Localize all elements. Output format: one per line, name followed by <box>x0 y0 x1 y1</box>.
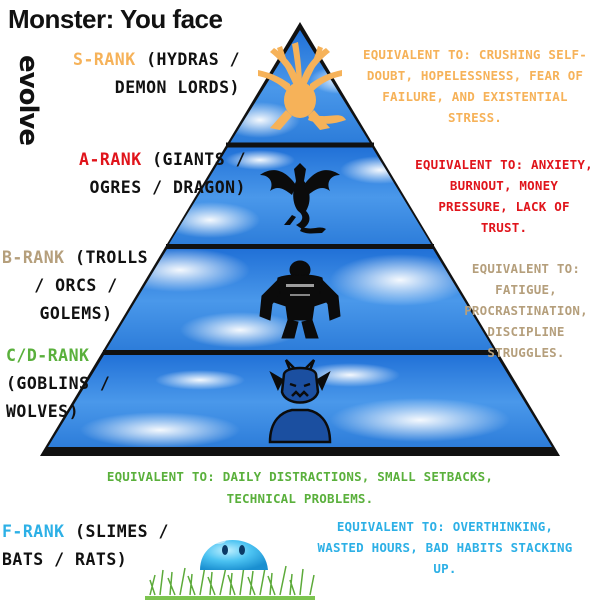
b-rank-monsters-2: / ORCS / <box>34 276 118 295</box>
svg-text:evolve: evolve <box>13 55 43 145</box>
a-equiv-line-1: EQUIVALENT TO: ANXIETY, <box>415 157 593 172</box>
f-rank-label: F-RANK (SLIMES / BATS / RATS) <box>2 518 172 574</box>
b-equiv-line-1: EQUIVALENT TO: <box>471 261 581 276</box>
a-rank-name: A-RANK <box>79 150 142 169</box>
hydra-icon <box>258 42 346 130</box>
cd-rank-monsters-1: (GOBLINS / <box>6 374 111 393</box>
cd-equiv-line-2: TECHNICAL PROBLEMS. <box>226 491 374 506</box>
b-equiv-line-5: STRUGGLES. <box>487 345 565 360</box>
cd-equiv-line-1: EQUIVALENT TO: DAILY DISTRACTIONS, SMALL… <box>106 469 494 484</box>
a-equiv-line-4: TRUST. <box>480 220 528 235</box>
b-equiv-line-2: FATIGUE, <box>495 282 557 297</box>
a-equiv-line-3: PRESSURE, LACK OF <box>438 199 570 214</box>
s-rank-monsters-2: DEMON LORDS) <box>114 78 240 97</box>
cd-rank-monsters-2: WOLVES) <box>6 402 80 421</box>
cd-rank-equivalent: EQUIVALENT TO: DAILY DISTRACTIONS, SMALL… <box>60 466 540 510</box>
s-rank-monsters-1: (HYDRAS / <box>146 50 240 69</box>
f-equiv-line-2: WASTED HOURS, BAD HABITS STACKING <box>317 540 573 555</box>
f-rank-monsters-2: BATS / RATS) <box>2 550 128 569</box>
b-rank-name: B-RANK <box>2 248 65 267</box>
a-rank-monsters-1: (GIANTS / <box>152 150 246 169</box>
b-equiv-line-4: DISCIPLINE <box>487 324 565 339</box>
cd-rank-name: C/D-RANK <box>6 346 90 365</box>
s-equiv-line-4: STRESS. <box>447 110 503 125</box>
f-equiv-line-1: EQUIVALENT TO: OVERTHINKING, <box>336 519 554 534</box>
b-rank-monsters-1: (TROLLS <box>75 248 149 267</box>
f-rank-name: F-RANK <box>2 522 65 541</box>
dragon-icon <box>260 163 340 234</box>
b-equiv-line-3: PROCRASTINATION, <box>464 303 588 318</box>
s-equiv-line-2: DOUBT, HOPELESSNESS, FEAR OF <box>366 68 584 83</box>
cd-rank-label: C/D-RANK (GOBLINS / WOLVES) <box>6 342 114 426</box>
grass-icon <box>145 565 315 600</box>
s-rank-equivalent: EQUIVALENT TO: CRUSHING SELF- DOUBT, HOP… <box>352 44 598 128</box>
f-rank-monsters-1: (SLIMES / <box>75 522 169 541</box>
a-equiv-line-2: BURNOUT, MONEY <box>449 178 559 193</box>
s-rank-name: S-RANK <box>73 50 136 69</box>
s-rank-label: S-RANK (HYDRAS / DEMON LORDS) <box>60 46 240 102</box>
b-rank-monsters-3: GOLEMS) <box>39 304 113 323</box>
golem-icon <box>259 260 341 339</box>
a-rank-equivalent: EQUIVALENT TO: ANXIETY, BURNOUT, MONEY P… <box>408 154 600 238</box>
s-equiv-line-1: EQUIVALENT TO: CRUSHING SELF- <box>362 47 588 62</box>
b-rank-equivalent: EQUIVALENT TO: FATIGUE, PROCRASTINATION,… <box>452 258 600 363</box>
b-rank-label: B-RANK (TROLLS / ORCS / GOLEMS) <box>2 244 150 328</box>
logo-icon: evolve <box>13 55 43 145</box>
page-title: Monster: You face <box>8 4 223 34</box>
a-rank-label: A-RANK (GIANTS / OGRES / DRAGON) <box>22 146 246 202</box>
f-equiv-line-3: UP. <box>433 561 457 576</box>
a-rank-monsters-2: OGRES / DRAGON) <box>89 178 246 197</box>
slime-icon <box>200 536 268 570</box>
goblin-icon <box>268 359 332 444</box>
f-rank-equivalent: EQUIVALENT TO: OVERTHINKING, WASTED HOUR… <box>290 516 600 579</box>
s-equiv-line-3: FAILURE, AND EXISTENTIAL <box>382 89 568 104</box>
